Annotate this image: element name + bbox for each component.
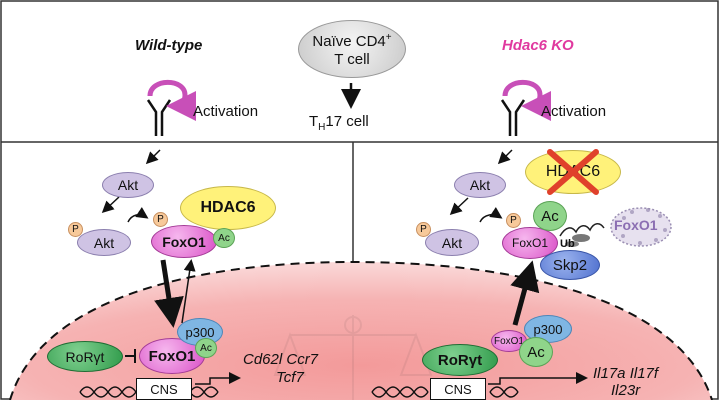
foxo1-cyto-left: FoxO1 xyxy=(151,225,217,258)
activation-loop-right xyxy=(502,79,552,121)
foxo1-degraded-label: FoxO1 xyxy=(614,217,658,233)
cns-left: CNS xyxy=(136,378,192,400)
genes-right-line2: Il23r xyxy=(611,382,641,399)
arrow-foxo1-export-right xyxy=(510,260,540,326)
akt-left: Akt xyxy=(102,172,154,198)
th17-subscript: H xyxy=(318,122,326,133)
arrow-akt-pakt-right xyxy=(449,197,469,216)
skp2: Skp2 xyxy=(540,250,600,280)
activation-label-left: Activation xyxy=(193,103,259,120)
ubiquitin-chain xyxy=(559,223,605,237)
th17-rest: 17 cell xyxy=(325,113,369,130)
ko-title: Hdac6 KO xyxy=(502,37,574,54)
phospho-foxo1-right: P xyxy=(506,213,521,228)
hdac6-left: HDAC6 xyxy=(180,186,276,230)
wild-type-title: Wild-type xyxy=(135,37,203,54)
p-akt-left: Akt xyxy=(77,229,131,256)
activation-label-right: Activation xyxy=(541,103,607,120)
ub-blob-2 xyxy=(565,241,579,247)
dna-left xyxy=(79,386,219,398)
p300-left: p300 xyxy=(177,318,223,346)
arrow-receptor-akt-right xyxy=(497,149,513,165)
akt-right: Akt xyxy=(454,172,506,198)
arrow-cns-genes-right xyxy=(488,372,588,385)
naive-superscript: + xyxy=(385,32,392,43)
ub-label: Ub xyxy=(560,238,575,250)
activation-loop-left xyxy=(147,79,197,121)
nuclear-membrane xyxy=(9,260,713,400)
arrow-foxo1-export-left xyxy=(154,259,184,328)
rorgt-right: RoRγt xyxy=(422,344,498,376)
arrow-foxo1-import-left xyxy=(181,259,196,324)
phospho-foxo1-left: P xyxy=(153,212,168,227)
p-akt-right: Akt xyxy=(425,229,479,256)
acetyl-cyto-left: Ac xyxy=(213,228,235,248)
cns-right: CNS xyxy=(430,378,486,400)
acetyl-nuc-left: Ac xyxy=(195,338,217,358)
dna-right xyxy=(371,386,519,398)
arrow-receptor-akt-left xyxy=(145,149,161,165)
rorgt-left: RoRγt xyxy=(47,341,123,372)
genes-right-line1: Il17a Il17f xyxy=(593,365,659,382)
acetyl-nuc-right: Ac xyxy=(519,337,553,367)
arrow-akt-pakt-left xyxy=(101,196,120,214)
receptor-left xyxy=(146,99,172,136)
acetyl-cyto-right: Ac xyxy=(533,201,567,231)
naive-line1: Naïve CD4 xyxy=(312,33,386,50)
genes-left-line1: Cd62l Ccr7 xyxy=(243,351,319,368)
arrow-akt-foxo1-right xyxy=(479,207,503,223)
th17-t: T xyxy=(309,113,319,130)
naive-cd4-t-cell: Naïve CD4+ T cell xyxy=(298,20,406,78)
phospho-akt-right: P xyxy=(416,222,431,237)
receptor-right xyxy=(500,99,526,136)
degraded-foxo1-blob xyxy=(610,207,672,247)
arrow-akt-foxo1-left xyxy=(127,207,149,223)
arrow-cns-genes-left xyxy=(195,372,241,385)
hdac6-knockout-cross-icon xyxy=(547,149,599,195)
th17-cell-label: TH17 cell xyxy=(309,113,369,133)
naive-line2: T cell xyxy=(334,51,370,68)
phospho-akt-left: P xyxy=(68,222,83,237)
ub-blob-1 xyxy=(572,234,590,242)
genes-left-line2: Tcf7 xyxy=(276,369,304,386)
